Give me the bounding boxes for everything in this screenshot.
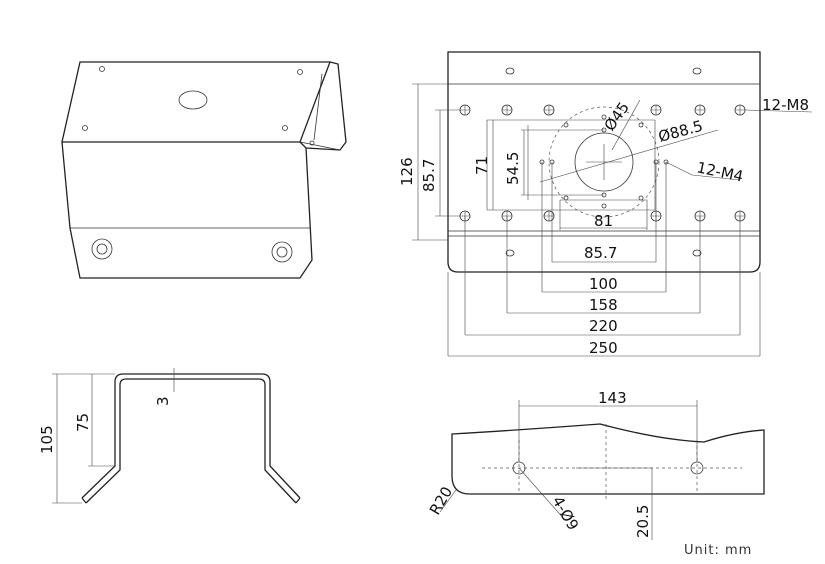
label-4-d9: 4-Ø9 — [549, 493, 583, 533]
label-71: 71 — [473, 156, 491, 175]
label-220: 220 — [589, 317, 618, 335]
label-126: 126 — [398, 157, 416, 186]
label-85-7-horizontal: 85.7 — [584, 244, 617, 262]
label-54-5: 54.5 — [504, 152, 522, 185]
label-250: 250 — [589, 339, 618, 357]
units-label: Unit: mm — [684, 543, 752, 558]
side-view: 105 75 3 — [38, 368, 301, 504]
isometric-view — [61, 61, 347, 279]
label-85-7-vertical: 85.7 — [420, 159, 438, 192]
label-12-m8: 12-M8 — [762, 96, 809, 114]
label-81: 81 — [594, 212, 613, 230]
label-d88-5: Ø88.5 — [656, 117, 704, 146]
label-158: 158 — [589, 296, 618, 314]
label-75: 75 — [74, 413, 92, 432]
label-143: 143 — [598, 389, 627, 407]
label-12-m4: 12-M4 — [695, 158, 745, 185]
m4-holes — [539, 114, 669, 209]
front-view: 12-M8 Ø45 Ø88.5 12-M4 126 85.7 71 54.5 8… — [398, 51, 813, 357]
label-20-5: 20.5 — [634, 505, 652, 538]
label-105: 105 — [38, 425, 56, 454]
label-r20: R20 — [426, 483, 456, 518]
bottom-view: 143 R20 4-Ø9 20.5 — [426, 389, 765, 540]
label-3: 3 — [154, 396, 172, 406]
label-100: 100 — [589, 275, 618, 293]
